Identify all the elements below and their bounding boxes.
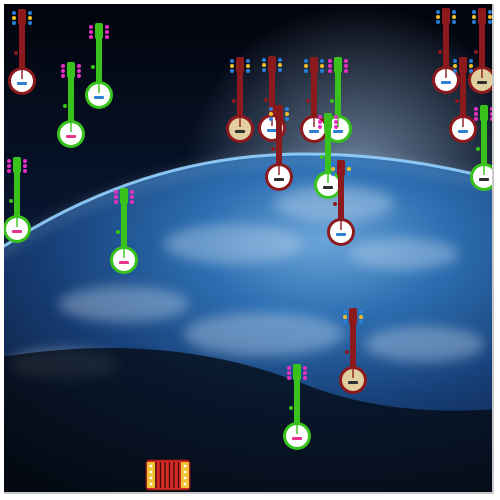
maroon-instrument-icon [432,8,460,94]
maroon-instrument-icon [265,105,293,191]
green-instrument-icon [85,23,113,109]
player-accordion[interactable] [145,459,191,491]
green-instrument-icon [470,105,492,191]
maroon-instrument-icon [468,8,492,94]
maroon-instrument-icon [339,308,367,394]
maroon-instrument-icon [327,160,355,246]
space-background [4,4,492,492]
game-frame [4,4,494,494]
maroon-instrument-icon [449,57,477,143]
green-instrument-icon [110,188,138,274]
falling-instruments-layer [4,8,492,450]
green-instrument-icon [283,364,311,450]
accordion-icon[interactable] [145,459,191,491]
green-instrument-icon [4,157,31,243]
game-canvas[interactable] [4,4,494,494]
maroon-instrument-icon [226,57,254,143]
green-instrument-icon [57,62,85,148]
maroon-instrument-icon [300,57,328,143]
maroon-instrument-icon [8,9,36,95]
green-instrument-icon [314,113,342,199]
